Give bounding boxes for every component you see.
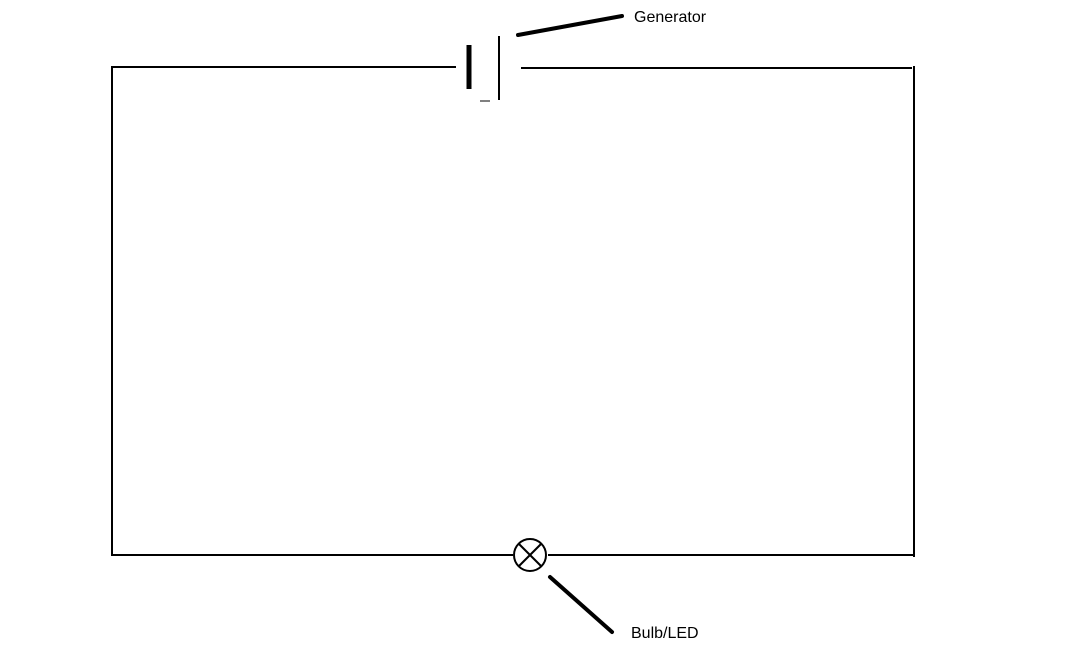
generator-label: Generator	[634, 9, 707, 26]
generator-leader-line	[516, 14, 624, 37]
bulb-cross-2	[518, 543, 542, 567]
bulb-circle	[513, 538, 547, 572]
bulb-label: Bulb/LED	[631, 625, 699, 642]
bulb-leader-line	[548, 575, 614, 634]
bulb-symbol	[513, 538, 547, 572]
generator-symbol	[466, 36, 500, 102]
